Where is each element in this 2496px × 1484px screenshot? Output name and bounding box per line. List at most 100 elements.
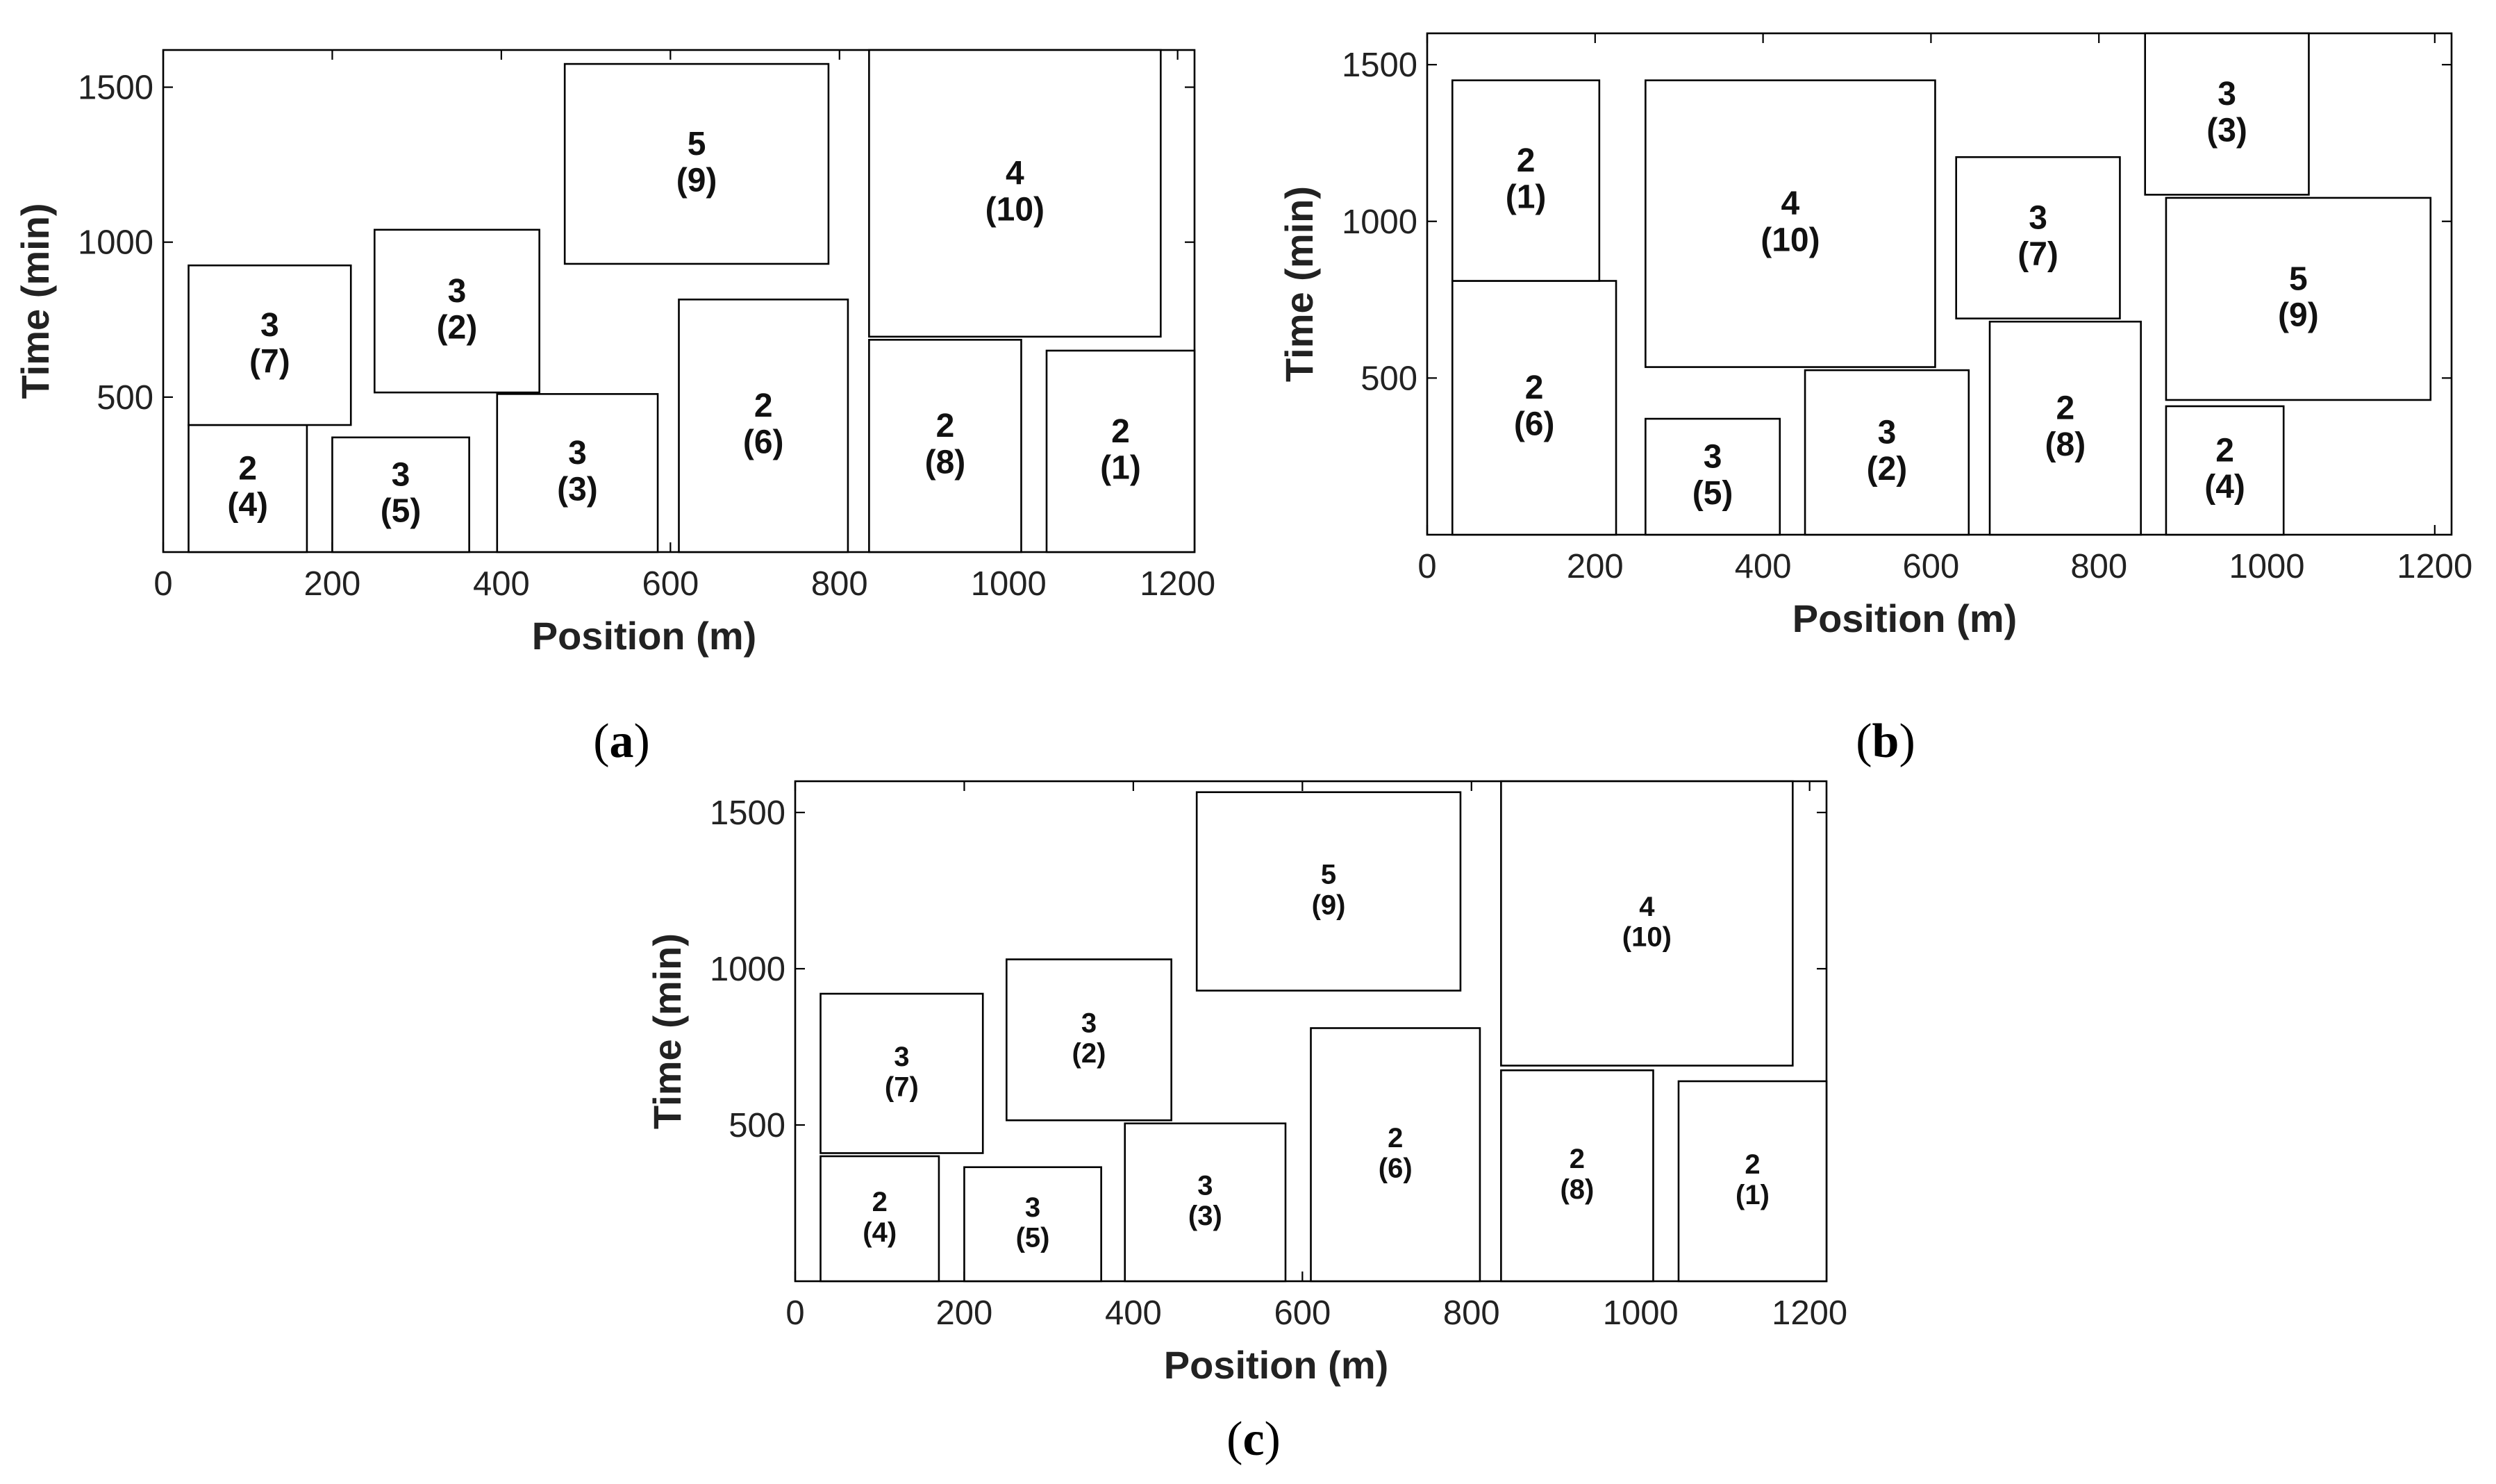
block-rect — [1988, 320, 2142, 536]
block-rect — [188, 424, 308, 553]
x-tick-label: 600 — [1274, 1294, 1331, 1332]
block: 2(4) — [188, 424, 308, 553]
block: 3(5) — [1645, 417, 1781, 536]
block-label-bottom: (5) — [1692, 475, 1733, 512]
block-label-bottom: (6) — [1514, 406, 1555, 443]
block: 2(1) — [1677, 1080, 1828, 1283]
block-rect — [1310, 1027, 1481, 1283]
y-tick-label: 1500 — [78, 69, 153, 107]
block-label-top: 3 — [894, 1042, 909, 1072]
block-label-bottom: (3) — [1188, 1201, 1222, 1231]
block-label-top: 2 — [872, 1187, 888, 1217]
block-label-bottom: (4) — [2204, 469, 2245, 506]
x-tick-label: 200 — [1567, 548, 1624, 585]
block-label-top: 3 — [1704, 438, 1722, 475]
block-label-top: 3 — [1081, 1008, 1097, 1038]
x-tick-label: 0 — [785, 1294, 804, 1332]
block: 2(8) — [868, 338, 1022, 553]
block-label-bottom: (7) — [2017, 236, 2058, 273]
block-label-bottom: (3) — [2206, 112, 2247, 149]
block: 3(2) — [374, 228, 540, 394]
x-tick-label: 200 — [936, 1294, 993, 1332]
x-axis-label: Position (m) — [532, 614, 757, 658]
block-rect — [1500, 780, 1794, 1067]
block-rect — [188, 264, 352, 426]
y-tick-label: 1500 — [1342, 47, 1417, 84]
block: 4(10) — [868, 49, 1162, 338]
block: 3(3) — [1124, 1122, 1287, 1283]
block-label-bottom: (7) — [885, 1072, 919, 1103]
block-label-top: 3 — [1025, 1192, 1040, 1223]
block-label-bottom: (10) — [1761, 222, 1820, 258]
panel-label: (b) — [1856, 715, 1915, 768]
block-label-bottom: (6) — [743, 424, 784, 460]
block-label-bottom: (1) — [1100, 449, 1141, 486]
x-tick-label: 0 — [1417, 548, 1436, 585]
block-rect — [1677, 1080, 1828, 1283]
block-rect — [1955, 156, 2121, 319]
block-label-top: 2 — [1525, 369, 1544, 406]
block: 5(9) — [563, 62, 830, 265]
x-tick-label: 800 — [2070, 548, 2127, 585]
block: 5(9) — [2165, 197, 2432, 401]
block-rect — [331, 436, 470, 553]
block: 3(3) — [2144, 32, 2310, 196]
block-label-bottom: (9) — [2278, 297, 2319, 334]
block: 2(4) — [819, 1155, 940, 1283]
x-tick-label: 600 — [642, 565, 699, 603]
block: 3(2) — [1006, 958, 1172, 1122]
block-label-bottom: (4) — [227, 487, 268, 524]
block-rect — [819, 992, 984, 1154]
block-label-top: 3 — [448, 273, 467, 310]
block-label-top: 2 — [1388, 1123, 1403, 1153]
block-rect — [496, 393, 659, 553]
block-label-bottom: (7) — [249, 343, 290, 380]
block-label-top: 3 — [260, 307, 279, 344]
block-rect — [374, 228, 540, 394]
y-tick-label: 500 — [1361, 360, 1417, 397]
block-label-bottom: (10) — [1622, 922, 1672, 953]
block: 2(1) — [1045, 349, 1196, 553]
x-tick-label: 800 — [811, 565, 868, 603]
block: 4(10) — [1645, 79, 1936, 368]
block: 2(8) — [1500, 1069, 1654, 1283]
block-label-bottom: (1) — [1736, 1180, 1770, 1210]
block-label-top: 3 — [568, 435, 587, 472]
block-label-bottom: (4) — [863, 1217, 897, 1248]
y-axis-label: Time (min) — [1277, 186, 1321, 382]
block: 5(9) — [1195, 791, 1462, 992]
block: 2(8) — [1988, 320, 2142, 536]
block-rect — [1451, 79, 1601, 282]
block-rect — [1124, 1122, 1287, 1283]
block-label-bottom: (6) — [1379, 1153, 1413, 1184]
block-rect — [868, 338, 1022, 553]
block-label-top: 4 — [1006, 155, 1024, 192]
block: 2(6) — [1310, 1027, 1481, 1283]
x-tick-label: 1000 — [2229, 548, 2305, 585]
block-label-top: 2 — [238, 450, 257, 487]
y-tick-label: 1000 — [1342, 203, 1417, 241]
block-label-top: 5 — [688, 126, 706, 162]
block-rect — [2165, 197, 2432, 401]
x-axis-label: Position (m) — [1792, 597, 2017, 640]
block: 3(3) — [496, 393, 659, 553]
y-tick-label: 500 — [729, 1107, 785, 1144]
block-rect — [678, 298, 849, 553]
block-label-top: 2 — [1570, 1144, 1585, 1174]
block-label-bottom: (2) — [437, 309, 478, 346]
block-rect — [1804, 369, 1970, 536]
block-label-top: 2 — [1745, 1149, 1760, 1180]
block-label-bottom: (10) — [985, 192, 1045, 228]
block-label-bottom: (5) — [1016, 1223, 1050, 1253]
y-tick-label: 1000 — [78, 224, 153, 262]
block-label-top: 3 — [1878, 414, 1897, 451]
block: 4(10) — [1500, 780, 1794, 1067]
y-axis-label: Time (min) — [645, 933, 689, 1129]
block-rect — [2144, 32, 2310, 196]
block-rect — [868, 49, 1162, 338]
block-rect — [1645, 417, 1781, 536]
